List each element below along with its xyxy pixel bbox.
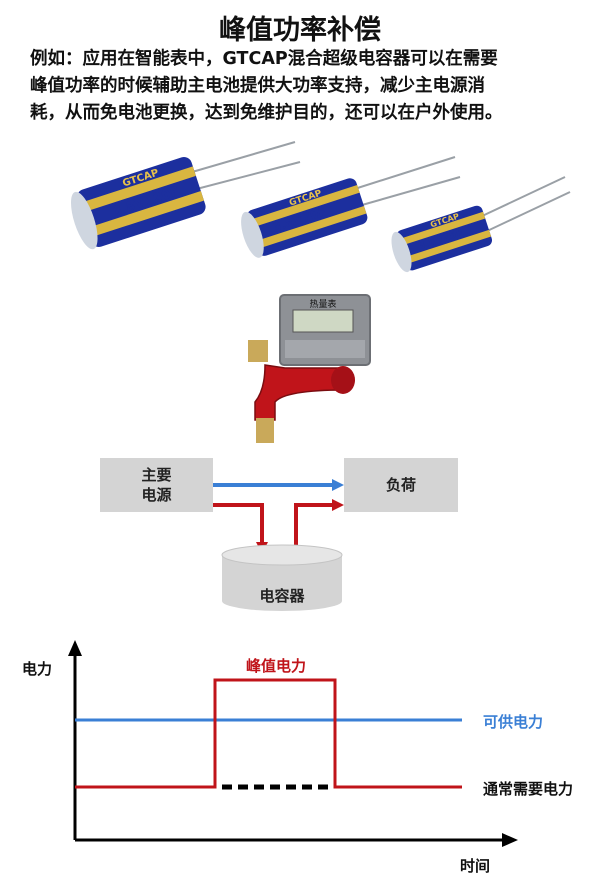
description: 例如：应用在智能表中，GTCAP混合超级电容器可以在需要 峰值功率的时候辅助主电… <box>30 46 590 127</box>
page-title: 峰值功率补偿 <box>219 15 381 46</box>
capacitor-label: 电容器 <box>259 587 305 605</box>
power-chart <box>68 640 518 847</box>
x-axis-arrow <box>502 833 518 847</box>
description-line: 例如：应用在智能表中，GTCAP混合超级电容器可以在需要 <box>30 49 498 69</box>
smart-meter-photo: 热量表 <box>248 294 371 443</box>
y-axis-arrow <box>68 640 82 656</box>
source-label-line1: 主要 <box>141 466 172 484</box>
capacitor-small: GTCAP 3.8V25F <box>391 176 571 273</box>
description-line: 耗，从而免电池更换，达到免维护目的，还可以在户外使用。 <box>30 103 503 123</box>
description-line: 峰值功率的时候辅助主电池提供大功率支持，减少主电源消 <box>30 76 485 96</box>
red-charge-arrow <box>213 503 264 545</box>
red-arrowhead-right <box>332 499 344 511</box>
source-label-line2: 电源 <box>141 486 172 504</box>
load-label: 负荷 <box>385 476 416 494</box>
normal-power-label: 通常需要电力 <box>483 780 574 798</box>
capacitor-cylinder <box>221 544 343 611</box>
capacitor-product-photo: GTCAP 3.8V120F GTCAP 3.8V70F GTCAP 3.8V2… <box>55 132 575 277</box>
peak-power-label: 峰值电力 <box>246 657 307 675</box>
capacitor-large: GTCAP 3.8V120F <box>70 141 301 250</box>
meter-display-label: 热量表 <box>309 298 336 310</box>
x-axis-label: 时间 <box>460 857 491 875</box>
available-power-label: 可供电力 <box>483 713 544 731</box>
main-power-source-box: 主要 电源 <box>100 458 213 512</box>
demand-power-line <box>75 678 462 789</box>
blue-arrowhead <box>332 479 344 491</box>
y-axis-label: 电力 <box>22 660 53 678</box>
load-box: 负荷 <box>344 458 458 512</box>
capacitor-medium: GTCAP 3.8V70F <box>241 156 461 258</box>
